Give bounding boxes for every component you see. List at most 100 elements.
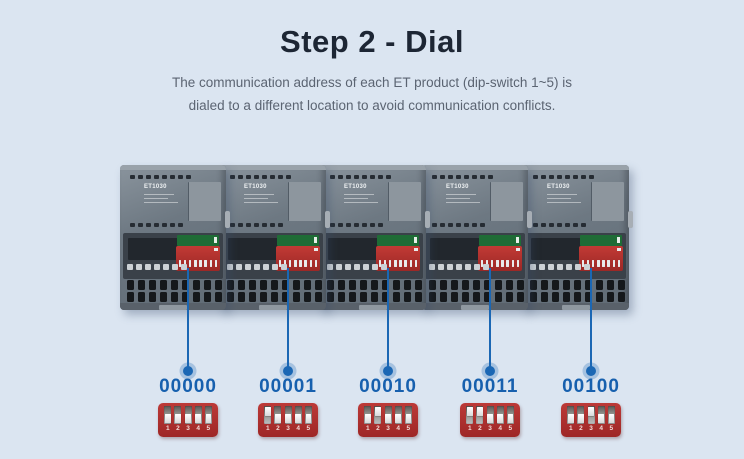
dip-lever — [288, 260, 292, 267]
vent-slot — [563, 292, 570, 302]
terminal-screw — [245, 264, 251, 270]
vent-slot — [349, 292, 356, 302]
dip-handle — [165, 414, 171, 424]
vent-slot — [393, 280, 400, 290]
dip-handle — [568, 414, 574, 424]
vent-slot — [473, 280, 480, 290]
vent-row — [327, 292, 422, 302]
address-code: 00000 — [159, 376, 217, 397]
dip-lever — [299, 260, 302, 267]
dip-slot-4 — [496, 406, 504, 424]
terminal-screw — [327, 264, 333, 270]
vent-row — [127, 280, 222, 290]
dip-lever — [586, 260, 590, 267]
terminal-screw — [136, 264, 142, 270]
subtitle-line-2: dialed to a different location to avoid … — [188, 98, 556, 113]
device-top-edge — [422, 165, 528, 170]
device-port-recess — [328, 238, 378, 260]
device-pcb — [580, 235, 622, 246]
device-lower-panel — [526, 233, 626, 279]
device-model-text: ET1030 — [547, 184, 570, 190]
terminal-screw — [181, 264, 187, 270]
terminal-screw — [354, 264, 360, 270]
dip-handle — [578, 414, 584, 424]
dip-lever — [591, 260, 595, 267]
dip-number: 5 — [206, 424, 211, 432]
terminal-screws-row — [327, 264, 387, 270]
dip-lever — [183, 260, 187, 267]
connector-dot — [485, 366, 495, 376]
vent-slot — [382, 280, 389, 290]
dip-lever — [399, 260, 402, 267]
vent-slot — [338, 280, 345, 290]
device-model-text: ET1030 — [344, 184, 367, 190]
dip-lever — [214, 260, 218, 267]
dip-number: 4 — [599, 424, 603, 432]
terminal-dot — [262, 223, 267, 227]
dip-handle — [608, 414, 614, 424]
vent-row — [227, 292, 322, 302]
vent-slot — [215, 292, 222, 302]
device-top-edge — [220, 165, 326, 170]
vent-slot — [160, 292, 167, 302]
dip-number: 1 — [365, 424, 370, 432]
device-pcb — [377, 235, 419, 246]
dip-slot-1 — [567, 406, 575, 424]
terminal-dot — [238, 223, 243, 227]
terminal-dot — [178, 175, 183, 179]
terminal-screw — [345, 264, 351, 270]
device-lower-panel — [323, 233, 423, 279]
plc-device: ET1030 — [523, 165, 633, 310]
address-code: 00011 — [461, 376, 519, 397]
terminal-dot — [589, 175, 594, 179]
din-clip — [359, 305, 387, 310]
vent-slot — [271, 280, 278, 290]
terminal-dots-row — [432, 223, 485, 227]
terminal-dot — [549, 175, 554, 179]
device-pcb — [277, 235, 319, 246]
vent-slot — [238, 280, 245, 290]
label-text-line — [244, 197, 268, 199]
dip-slot-3 — [587, 406, 595, 424]
dip-number: 3 — [589, 424, 593, 432]
device-label: ET1030 — [144, 184, 188, 203]
vent-slot — [182, 280, 189, 290]
dip-slot-4 — [597, 406, 605, 424]
vent-slot — [249, 292, 256, 302]
vent-slot — [517, 280, 524, 290]
vent-slot — [596, 280, 603, 290]
terminal-screw — [381, 264, 387, 270]
dip-number: 4 — [396, 424, 400, 432]
terminal-dots-row — [330, 175, 391, 179]
connector-line — [489, 268, 491, 370]
device-pcb — [479, 235, 521, 246]
vent-slot — [149, 292, 156, 302]
dip-slot-2 — [174, 406, 182, 424]
terminal-dot — [162, 223, 167, 227]
vent-slot — [552, 292, 559, 302]
terminal-dot — [130, 175, 135, 179]
terminal-dot — [146, 223, 151, 227]
device-label: ET1030 — [446, 184, 490, 203]
infographic-step2-dial: Step 2 - Dial The communication address … — [0, 24, 744, 459]
terminal-screw — [483, 264, 489, 270]
dip-slot-column: 2 — [274, 406, 282, 435]
terminal-dot — [278, 223, 283, 227]
dip-handle — [395, 414, 401, 424]
terminal-dot — [170, 175, 175, 179]
terminal-dot — [432, 175, 437, 179]
device-port-recess — [430, 238, 480, 260]
terminal-screw — [447, 264, 453, 270]
dip-number: 2 — [376, 424, 380, 432]
dip-lever — [278, 260, 282, 267]
terminal-dot — [448, 223, 453, 227]
dip-slot-1 — [264, 406, 272, 424]
dip-number: 4 — [498, 424, 502, 432]
dip-lever — [309, 260, 313, 267]
vent-slot — [530, 292, 537, 302]
dip-handle — [385, 414, 391, 424]
plc-device: ET1030 — [120, 165, 230, 310]
terminal-dots-row — [130, 223, 183, 227]
